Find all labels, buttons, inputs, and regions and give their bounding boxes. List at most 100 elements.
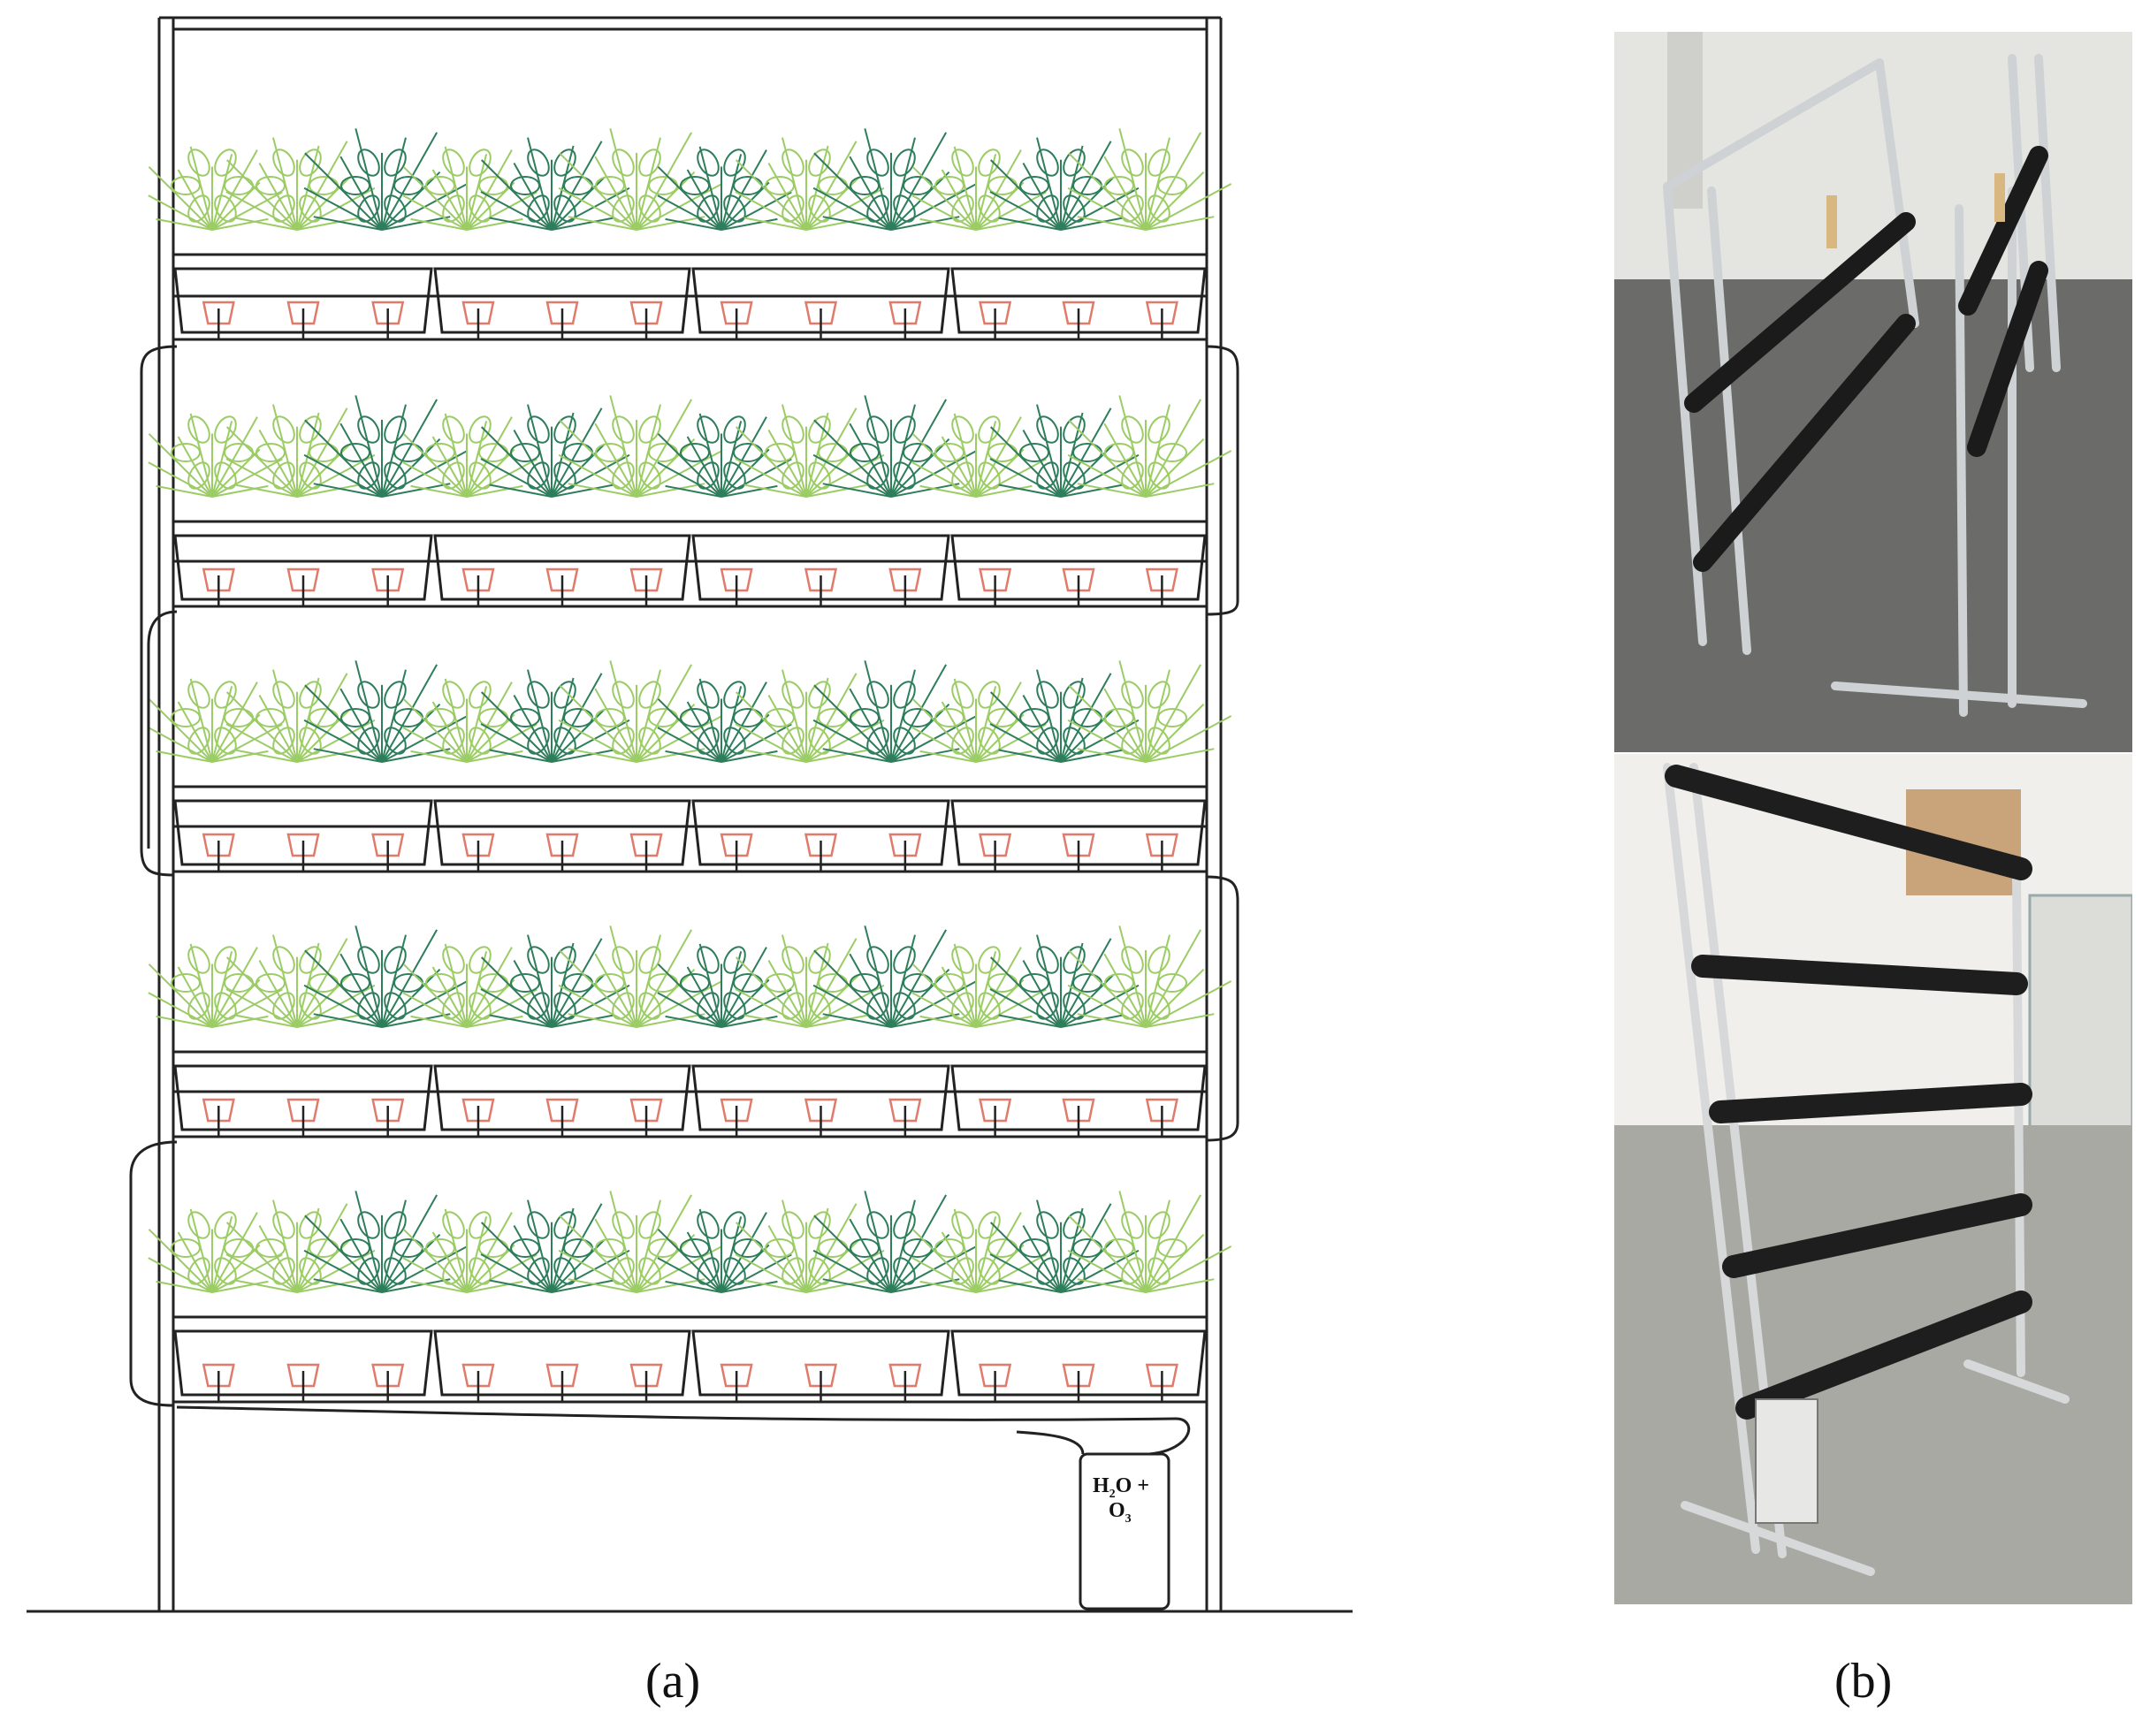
net-pot	[720, 833, 753, 857]
net-pot	[1145, 833, 1178, 857]
net-pot	[286, 1098, 320, 1123]
net-pot	[804, 1363, 838, 1388]
net-pot	[202, 833, 235, 857]
plant-chamber	[172, 294, 1208, 523]
plant	[911, 678, 1047, 763]
net-pot	[720, 1098, 753, 1123]
vertical-aeroponic-diagram: H2O + O3	[27, 16, 1353, 1613]
plant	[480, 934, 630, 1028]
plant	[303, 128, 469, 231]
net-pot	[629, 301, 663, 325]
plant	[558, 1191, 723, 1293]
growing-level	[148, 825, 1232, 1138]
net-pot	[804, 1098, 838, 1123]
plant-chamber	[172, 1090, 1208, 1319]
plant	[225, 137, 376, 231]
aeroponic-trough	[173, 799, 433, 872]
pipe	[129, 1140, 178, 1407]
nutrient-pipes	[129, 345, 1239, 1456]
net-pot	[1145, 567, 1178, 592]
pipe	[176, 1405, 1191, 1456]
plant	[735, 137, 885, 231]
plant	[148, 413, 283, 498]
aeroponic-trough	[173, 1064, 433, 1137]
aeroponic-trough	[950, 1329, 1207, 1402]
plant-row	[148, 1191, 1232, 1293]
net-pot	[1062, 301, 1095, 325]
plant	[989, 669, 1140, 763]
aeroponic-trough	[173, 1329, 433, 1402]
net-pot	[461, 301, 495, 325]
pipe	[147, 610, 178, 849]
net-pot	[629, 1363, 663, 1388]
net-pot	[545, 833, 579, 857]
plant	[225, 669, 376, 763]
aeroponic-trough	[433, 1329, 691, 1402]
plant	[480, 404, 630, 498]
net-pot	[461, 1363, 495, 1388]
net-pot	[979, 833, 1012, 857]
net-pot	[545, 1363, 579, 1388]
aeroponic-trough	[950, 534, 1207, 606]
aeroponic-trough	[433, 534, 691, 606]
aeroponic-trough	[173, 267, 433, 339]
net-pot	[286, 833, 320, 857]
net-pot	[720, 301, 753, 325]
net-pot	[202, 1098, 235, 1123]
net-pot	[461, 1098, 495, 1123]
net-pot	[979, 301, 1012, 325]
net-pot	[461, 833, 495, 857]
aeroponic-trough	[691, 1329, 950, 1402]
plant-row	[148, 660, 1232, 763]
net-pot	[888, 1098, 922, 1123]
plant	[735, 1199, 885, 1293]
plant	[989, 934, 1140, 1028]
plant	[225, 404, 376, 498]
plant	[558, 395, 723, 498]
rack-frame	[27, 16, 1353, 1613]
plant-row	[148, 128, 1232, 231]
plant	[402, 1208, 538, 1293]
aeroponic-trough	[691, 799, 950, 872]
plant	[480, 669, 630, 763]
plant	[911, 146, 1047, 231]
net-pot	[371, 1363, 405, 1388]
growing-level	[148, 1090, 1232, 1404]
plant	[657, 1208, 792, 1293]
aeroponic-trough	[433, 1064, 691, 1137]
net-pot	[371, 567, 405, 592]
plant	[480, 1199, 630, 1293]
net-pot	[545, 567, 579, 592]
plant-chamber	[172, 825, 1208, 1054]
plant	[1067, 660, 1232, 763]
pipe	[1016, 1430, 1085, 1455]
plant	[735, 934, 885, 1028]
tank-label-h2o: H2O +	[1093, 1474, 1149, 1501]
nutrient-tank: H2O + O3	[1079, 1452, 1170, 1610]
plant	[1067, 925, 1232, 1028]
growing-level	[148, 27, 1232, 341]
plant	[402, 413, 538, 498]
plant	[989, 137, 1140, 231]
net-pot	[286, 301, 320, 325]
plant-row	[148, 395, 1232, 498]
plant	[402, 146, 538, 231]
net-pot	[804, 833, 838, 857]
panel-caption-a: (a)	[645, 1654, 701, 1709]
net-pot	[629, 567, 663, 592]
net-pot	[888, 833, 922, 857]
net-pot	[888, 1363, 922, 1388]
plant	[812, 660, 978, 763]
plant	[558, 660, 723, 763]
tank-label-o3: O3	[1109, 1499, 1132, 1526]
plant-chamber	[172, 560, 1208, 788]
net-pot	[1062, 1363, 1095, 1388]
photo-assembled-system	[1614, 754, 2132, 1604]
aeroponic-trough	[691, 267, 950, 339]
plant	[1067, 128, 1232, 231]
net-pot	[629, 1098, 663, 1123]
aeroponic-trough	[173, 534, 433, 606]
net-pot	[286, 567, 320, 592]
plant	[1067, 395, 1232, 498]
aeroponic-trough	[433, 799, 691, 872]
